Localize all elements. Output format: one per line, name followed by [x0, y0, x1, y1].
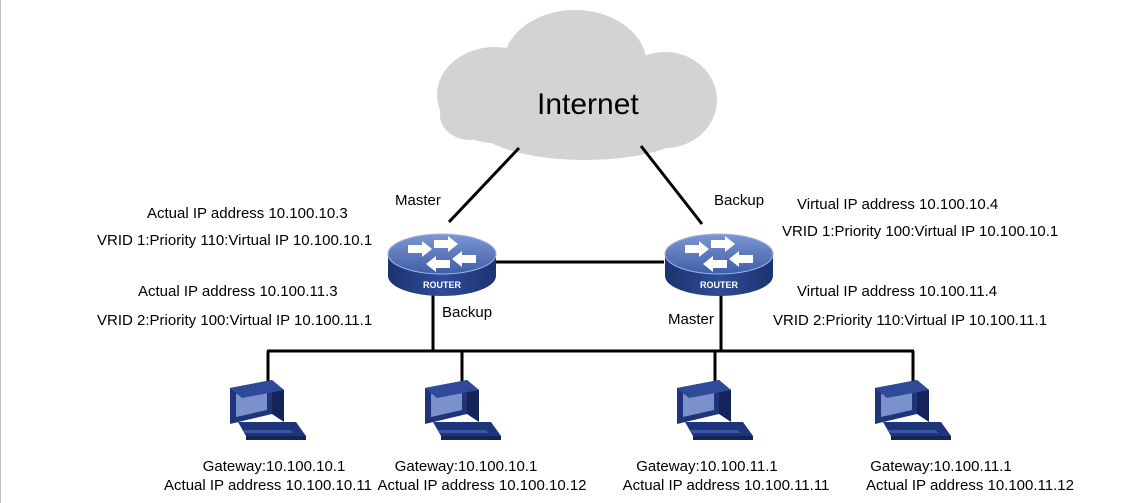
cloud-shape: [437, 10, 717, 160]
router-right-label: ROUTER: [700, 280, 739, 290]
right-router-vrid-2: VRID 2:Priority 110:Virtual IP 10.100.11…: [773, 312, 1048, 329]
host-1-actual-ip: Actual IP address 10.100.10.11: [164, 477, 372, 494]
router-left-label: ROUTER: [423, 280, 462, 290]
host-4-gateway: Gateway:10.100.11.1: [870, 458, 1012, 475]
internet-label: Internet: [537, 88, 639, 121]
right-router-virtual-ip-2: Virtual IP address 10.100.11.4: [797, 283, 998, 300]
host-2-gateway: Gateway:10.100.10.1: [394, 458, 538, 475]
right-router-role-top: Backup: [714, 192, 765, 209]
left-router-vrid-1: VRID 1:Priority 110:Virtual IP 10.100.10…: [97, 232, 373, 249]
host-1-gateway: Gateway:10.100.10.1: [202, 458, 346, 475]
left-router-role-top: Master: [395, 192, 441, 209]
router-right-icon: ROUTER: [664, 233, 774, 297]
pc-icon-host-4: [875, 380, 951, 440]
pc-icon-host-1: [230, 380, 306, 440]
network-links: [266, 145, 915, 388]
link-internet-right-router: [639, 145, 704, 225]
right-router-vrid-1: VRID 1:Priority 100:Virtual IP 10.100.10…: [782, 223, 1059, 240]
pc-icon-host-3: [677, 380, 753, 440]
page-left-border: [0, 0, 1, 503]
left-router-actual-ip-2: Actual IP address 10.100.11.3: [138, 283, 338, 300]
left-router-actual-ip-1: Actual IP address 10.100.10.3: [147, 205, 348, 222]
pc-icon-host-2: [425, 380, 501, 440]
host-2-actual-ip: Actual IP address 10.100.10.12: [377, 477, 587, 494]
left-router-vrid-2: VRID 2:Priority 100:Virtual IP 10.100.11…: [97, 312, 373, 329]
host-3-actual-ip: Actual IP address 10.100.11.11: [622, 477, 830, 494]
link-internet-left-router: [447, 146, 521, 224]
router-left-icon: ROUTER: [387, 233, 497, 297]
host-3-gateway: Gateway:10.100.11.1: [636, 458, 778, 475]
right-router-role-bottom: Master: [668, 311, 714, 328]
right-router-virtual-ip-1: Virtual IP address 10.100.10.4: [797, 196, 999, 213]
left-router-role-bottom: Backup: [442, 304, 493, 321]
host-4-actual-ip: Actual IP address 10.100.11.12: [866, 477, 1074, 494]
